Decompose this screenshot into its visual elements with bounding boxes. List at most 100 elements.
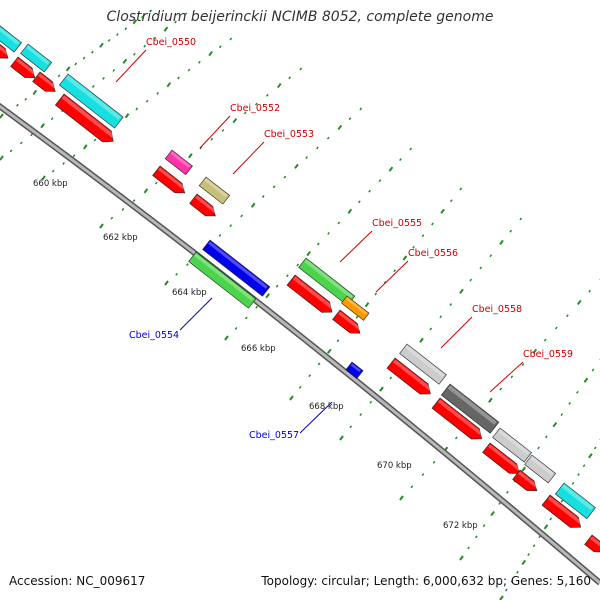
tick-mark [421,234,425,238]
gene-label-cbei-0557[interactable]: Cbei_0557 [249,430,299,441]
gene-cbei-0559 [492,427,532,463]
gene-label-cbei-0555[interactable]: Cbei_0555 [372,218,422,229]
cds-red-3 [32,71,57,92]
cds-red-6-shape [189,193,216,217]
tick-mark [560,413,564,417]
cds-red-11-shape [482,442,520,474]
tick-mark [439,315,443,319]
tick-mark [499,239,504,246]
tick-mark [532,544,536,548]
tick-mark [504,588,508,592]
leader-line [440,316,473,349]
gene-cbei-0548-highlight [0,19,20,45]
tick-mark [135,107,139,111]
gene-cbei-0553 [198,176,231,205]
tick-mark [364,302,370,308]
cds-red-9-shape [386,357,431,395]
tick-mark [124,113,130,119]
tick-mark [429,327,433,331]
tick-mark [549,517,553,521]
tick-mark [469,278,473,282]
scale-label-672: 672 kbp [443,521,478,531]
cds-red-2 [10,56,37,79]
tick-mark [566,314,569,318]
gene-cbei-0558a-highlight [405,345,445,377]
tick-mark [459,187,463,191]
tick-mark [347,208,353,214]
gene-cbei-0558b [440,383,500,434]
map-title: Clostridium beijerinckii NCIMB 8052, com… [106,9,494,25]
tick-mark [499,387,503,391]
tick-mark [74,62,78,66]
tick-mark [389,376,393,380]
gene-cbei-0554a [202,239,271,297]
gene-cbei-0549-highlight [26,45,50,65]
tick-mark [568,401,571,405]
tick-mark [355,315,359,319]
tick-mark [243,111,247,115]
cds-red-3-shape [32,71,56,92]
tick-mark [379,386,384,392]
tick-mark [132,19,138,25]
tick-mark [298,385,302,389]
gene-label-cbei-0556[interactable]: Cbei_0556 [408,248,458,259]
tick-mark [112,68,116,72]
tick-mark [234,326,238,330]
cds-red-7-shape [286,274,333,313]
tick-mark [265,293,270,299]
cds-red-8 [332,309,362,334]
gene-cbei-0554a-highlight [208,241,268,289]
tick-mark [177,76,180,80]
tick-mark [431,222,434,226]
tick-mark [221,128,225,132]
tick-mark [0,155,4,161]
gene-cbei-0561-shape [554,482,596,520]
leader-line [339,230,373,263]
scale-label-660: 660 kbp [33,179,68,189]
tick-mark [490,510,495,517]
gene-label-cbei-0550[interactable]: Cbei_0550 [146,37,196,48]
tick-mark [174,20,177,24]
tick-mark [326,136,330,140]
genome-backbone [0,104,600,585]
scale-label-662: 662 kbp [103,233,138,243]
gene-label-cbei-0558[interactable]: Cbei_0558 [472,304,522,315]
tick-mark [143,44,146,48]
tick-mark [41,175,46,181]
tick-mark [499,595,504,600]
tick-mark [378,179,382,183]
tick-mark [527,553,530,557]
cds-red-11 [482,442,521,474]
tick-mark [65,66,71,72]
tick-mark [166,82,172,88]
tick-mark [261,195,265,198]
tick-mark [588,453,593,459]
tick-mark [156,91,159,95]
tick-mark [145,99,149,103]
gene-label-cbei-0552[interactable]: Cbei_0552 [230,103,280,114]
scale-label-664: 664 kbp [172,288,207,298]
tick-mark [583,377,589,383]
tick-mark [410,485,414,489]
tick-mark [409,147,413,151]
gene-label-cbei-0559[interactable]: Cbei_0559 [523,349,573,360]
scale-label-666: 666 kbp [241,344,276,354]
gene-label-cbei-0553[interactable]: Cbei_0553 [264,129,314,140]
gene-cbei-0554a-shape [202,239,271,297]
gene-cbei-0559-shape [492,427,532,463]
leader-line [489,361,524,393]
tick-mark [50,117,54,121]
gene-cbei-0558a-shape [399,343,447,385]
leader-line [375,260,409,293]
gene-label-cbei-0554[interactable]: Cbei_0554 [129,330,179,341]
gene-cbei-0557-highlight [350,363,361,373]
tick-mark [349,425,353,429]
gene-cbei-0550 [58,73,124,129]
tick-mark [467,546,470,550]
tick-mark [593,446,597,450]
tick-mark [537,446,540,450]
leader-line [199,115,231,149]
tick-mark [275,284,279,288]
tick-mark [327,231,330,235]
